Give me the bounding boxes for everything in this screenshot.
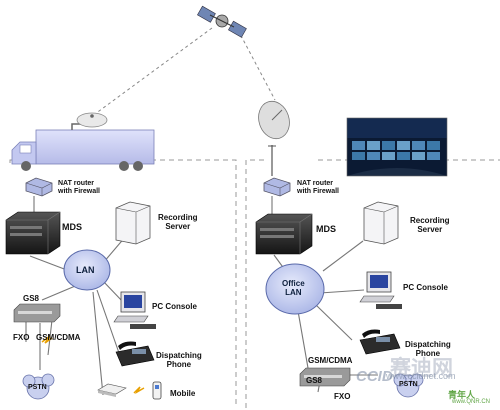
pstn-cloud-right [393,373,424,398]
watermark-cn-logo: 赛迪网 [390,357,453,380]
gs8-gateway-right [299,367,351,387]
mobile-label-left: Mobile [170,389,196,398]
wireless-signal-left [41,335,53,344]
recording-server-label-right: Recording Server [410,216,450,235]
pstn-label-left: PSTN [28,384,47,391]
recording-server-left [115,201,151,245]
recording-server-right [363,201,399,245]
pc-console-right [359,271,402,309]
pc-console-label-left: PC Console [152,302,197,311]
watermark-site: www.ccidnet.com [386,371,456,381]
lan-bubble-right [265,263,325,315]
satellite-links [94,27,276,115]
gsm-cdma-label-left: GSM/CDMA [36,333,81,342]
nat-router-label-right: NAT router with Firewall [297,180,340,196]
dispatching-phone-left [115,341,155,367]
dispatching-phone-label-left: Dispatching Phone [156,351,202,370]
pc-console-left [113,291,156,329]
nat-router-label-left: NAT router with Firewall [58,180,101,196]
pstn-cloud-left [22,373,55,400]
control-room-photo [346,117,448,177]
mds-label-left: MDS [62,222,82,232]
lan-bubble-left [63,249,111,291]
gsm-cdma-label-right: GSM/CDMA [308,356,353,365]
fxo-label-left: FXO [13,333,30,342]
pstn-label-right: PSTN [399,381,418,388]
mds-server-right [255,213,313,255]
nat-router-left [25,177,53,197]
gs8-label-left: GS8 [23,294,40,303]
mds-server-left [5,211,61,255]
fxo-label-right: FXO [334,392,351,401]
dispatching-phone-label-right: Dispatching Phone [405,340,451,359]
watermark-url-small: www.QNR.CN [452,399,491,405]
truck-icon [11,112,155,171]
dish-antenna-icon [258,100,290,176]
nat-router-right [263,177,291,197]
watermark-cn-small: 青年人 [448,390,476,400]
mobile-device-left [97,381,162,400]
pc-console-label-right: PC Console [403,283,448,292]
dispatching-phone-right [359,329,401,355]
recording-server-label-left: Recording Server [158,213,198,232]
mds-label-right: MDS [316,224,336,234]
satellite-icon [197,5,247,38]
gs8-gateway-left [13,303,61,323]
lan-label-left: LAN [76,265,95,275]
lan-label-right: Office LAN [282,279,305,298]
watermark-ccid-logo: CCID [356,368,393,385]
gs8-label-right: GS8 [306,376,323,385]
